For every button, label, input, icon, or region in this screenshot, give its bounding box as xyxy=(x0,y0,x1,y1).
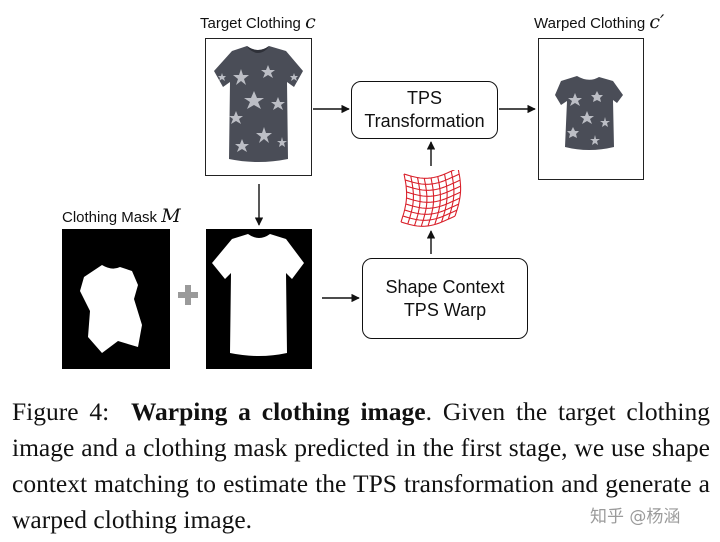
caption-prefix: Figure 4: xyxy=(12,397,109,426)
watermark: 知乎 @杨涵 xyxy=(590,502,680,527)
caption-title: Warping a clothing image xyxy=(131,397,426,426)
flow-arrows xyxy=(0,0,720,390)
